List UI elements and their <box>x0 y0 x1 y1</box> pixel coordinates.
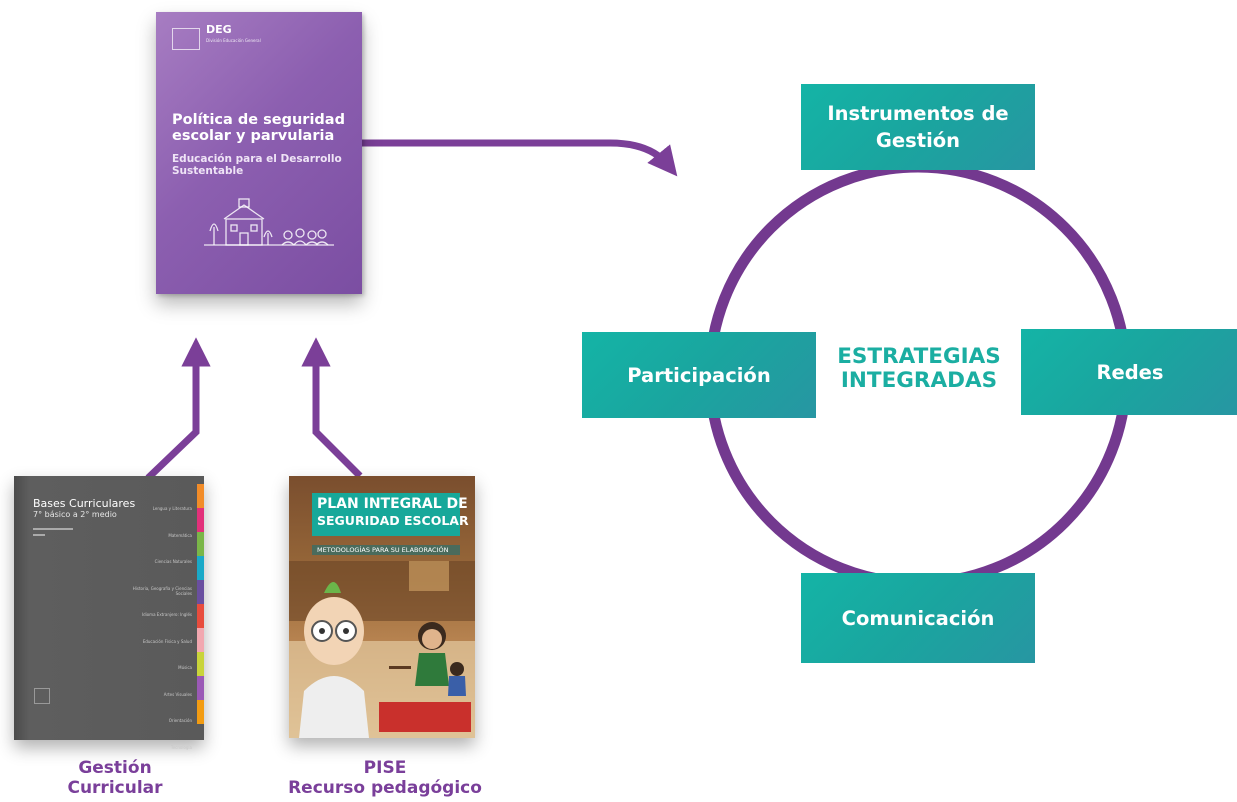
arrow-to-cycle <box>360 139 678 177</box>
arrow-pise-to-politica <box>301 337 363 479</box>
subject-label: Ciencias Naturales <box>154 559 192 564</box>
booklet-brand: DEG <box>206 23 232 36</box>
ministry-logo <box>172 28 200 50</box>
color-tabs <box>197 484 204 724</box>
book-text-lines <box>33 528 73 536</box>
node-instrumentos-de-gestion: Instrumentos de Gestión <box>801 84 1035 170</box>
subject-label: Lengua y Literatura <box>152 506 192 511</box>
booklet-brand-sub: División Educación General <box>206 38 261 43</box>
caption-pise: PISE Recurso pedagógico <box>288 758 482 798</box>
pise-title-band <box>312 493 460 536</box>
pise-methodology-bar <box>312 545 460 555</box>
ministry-emblem-icon <box>34 688 50 704</box>
arrow-bases-to-politica <box>145 337 211 481</box>
pise-footer-logos <box>379 702 471 732</box>
pise-title-line2: SEGURIDAD ESCOLAR <box>317 513 469 528</box>
subject-label: Tecnología <box>170 744 192 750</box>
pise-title-line1: PLAN INTEGRAL DE <box>317 496 468 512</box>
node-redes: Redes <box>1021 329 1237 415</box>
node-comunicacion: Comunicación <box>801 573 1035 663</box>
booklet-title: Política de seguridad escolar y parvular… <box>172 112 345 144</box>
caption-gestion-curricular: Gestión Curricular <box>67 758 163 798</box>
booklet-subtitle: Educación para el Desarrollo Sustentable <box>172 153 342 177</box>
book-subtitle: 7° básico a 2° medio <box>33 510 117 519</box>
subject-list: Lengua y Literatura Matemática Ciencias … <box>132 506 192 771</box>
subject-label: Educación Física y Salud <box>142 638 192 644</box>
node-participacion: Participación <box>582 332 816 418</box>
bases-curriculares-book: Bases Curriculares 7° básico a 2° medio … <box>14 476 204 749</box>
subject-label: Orientación <box>168 718 192 723</box>
cycle-center-label: ESTRATEGIAS INTEGRADAS <box>837 344 1001 393</box>
pise-methodology-text: METODOLOGÍAS PARA SU ELABORACIÓN <box>317 546 449 554</box>
subject-label: Matemática <box>168 532 192 538</box>
school-illustration-icon <box>204 198 334 246</box>
subject-label: Música <box>178 665 192 670</box>
subject-label: Idioma Extranjero: Inglés <box>141 612 192 617</box>
subject-label: Artes Visuales <box>163 691 192 697</box>
subject-label: Historia, Geografía y Ciencias Sociales <box>132 585 192 596</box>
pise-cover-illustration <box>289 561 475 738</box>
book-title: Bases Curriculares <box>33 497 136 510</box>
pise-book: PLAN INTEGRAL DE SEGURIDAD ESCOLAR METOD… <box>289 476 475 738</box>
politica-booklet: DEG División Educación General Política … <box>156 12 362 294</box>
